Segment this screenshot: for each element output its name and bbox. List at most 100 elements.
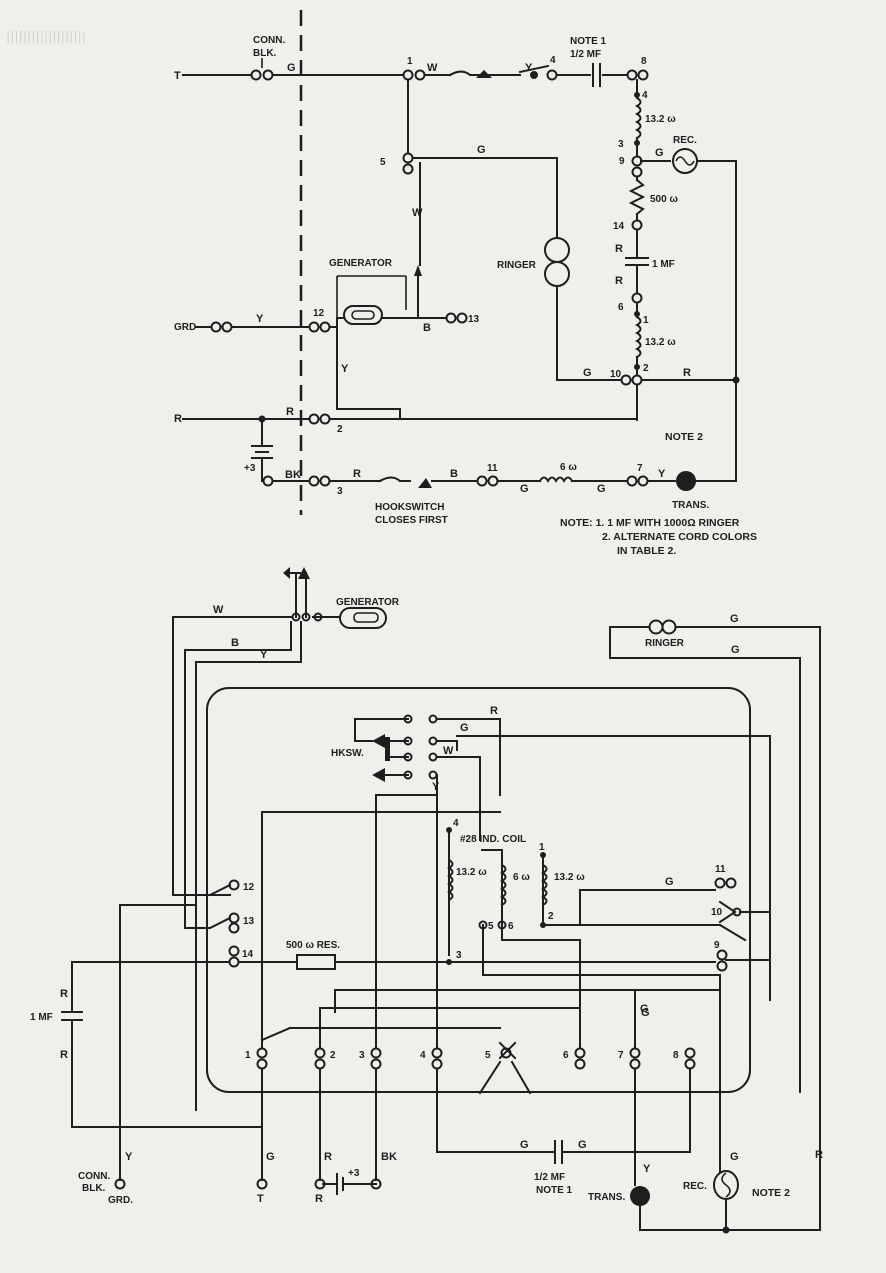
terminal-8 <box>637 69 649 81</box>
top-schematic: CONN. BLK. T G 1 W Y 4 NOTE 1 1/2 MF 8 <box>174 10 757 557</box>
svg-text:14: 14 <box>613 221 625 232</box>
svg-text:Y: Y <box>260 649 268 661</box>
svg-text:1: 1 <box>539 842 545 853</box>
svg-text:12: 12 <box>313 308 325 319</box>
terminal-t <box>250 69 262 81</box>
svg-text:1/2 MF: 1/2 MF <box>534 1172 565 1183</box>
hookswitch-label: HOOKSWITCH <box>375 502 444 513</box>
generator-label: GENERATOR <box>329 258 393 269</box>
svg-text:2: 2 <box>330 1050 336 1061</box>
wire-color-y: Y <box>525 62 533 74</box>
svg-text:GRD.: GRD. <box>108 1195 133 1206</box>
svg-text:7: 7 <box>637 463 643 474</box>
svg-text:13: 13 <box>468 314 480 325</box>
terminal-10 <box>631 374 643 386</box>
terminal-3-top <box>308 475 320 487</box>
resistor-500-res-label: 500 ω RES. <box>286 940 340 951</box>
svg-text:10: 10 <box>711 907 723 918</box>
svg-text:3: 3 <box>359 1050 365 1061</box>
svg-text:BLK.: BLK. <box>82 1183 106 1194</box>
svg-text:R: R <box>174 413 182 425</box>
svg-text:G: G <box>520 1139 529 1151</box>
cord-loop <box>206 687 751 1093</box>
svg-text:Y: Y <box>432 781 440 793</box>
grd-label: GRD <box>174 322 196 333</box>
cap-1mf-label: 1 MF <box>652 259 675 270</box>
coil-13-2-label: 13.2 ω <box>645 114 676 125</box>
terminal-11 <box>476 475 488 487</box>
svg-text:2: 2 <box>548 911 554 922</box>
wire-color-g: G <box>287 62 296 74</box>
svg-text:4: 4 <box>420 1050 426 1061</box>
terminal-12-top <box>308 321 320 333</box>
svg-text:R: R <box>615 243 623 255</box>
svg-text:G: G <box>640 1003 649 1015</box>
terminal-1 <box>402 69 414 81</box>
terminal-5 <box>402 152 414 164</box>
svg-text:9: 9 <box>619 156 625 167</box>
svg-text:13.2 ω: 13.2 ω <box>554 872 585 883</box>
wire-color-w: W <box>427 62 438 74</box>
svg-text:G: G <box>477 144 486 156</box>
terminal-4-jack <box>546 69 558 81</box>
cap-half-mf-label: 1/2 MF <box>570 49 601 60</box>
transmitter-icon-2 <box>630 1186 650 1206</box>
note-line-3: IN TABLE 2. <box>617 545 676 557</box>
generator-icon-2 <box>339 607 387 629</box>
background-text-left: ||||||||||||||||||| <box>6 28 86 43</box>
closes-first-label: CLOSES FIRST <box>375 515 448 526</box>
svg-text:R: R <box>315 1193 323 1205</box>
terminal-13-top <box>445 312 457 324</box>
svg-text:11: 11 <box>715 864 726 875</box>
coil-6-label: 6 ω <box>560 462 577 473</box>
resistor-500-icon <box>296 954 336 970</box>
bottom-wiring-diagram: GENERATOR W B Y G RINGER G R HKSW. <box>30 567 823 1234</box>
t-label: T <box>174 70 181 82</box>
terminal-grd <box>210 321 222 333</box>
svg-text:REC.: REC. <box>683 1181 707 1192</box>
svg-text:13.2 ω: 13.2 ω <box>645 337 676 348</box>
ringer-label: RINGER <box>497 260 537 271</box>
svg-text:B: B <box>423 322 431 334</box>
svg-text:G: G <box>266 1151 275 1163</box>
svg-text:R: R <box>60 988 68 1000</box>
svg-text:2: 2 <box>337 424 343 435</box>
transmitter-label: TRANS. <box>672 500 709 511</box>
svg-text:1: 1 <box>245 1050 251 1061</box>
ringer-icon <box>648 619 664 635</box>
svg-text:|||||||||||||||||||: ||||||||||||||||||| <box>6 28 86 43</box>
svg-text:G: G <box>641 1007 650 1019</box>
conn-blk-label-2: BLK. <box>253 48 277 59</box>
terminal-7 <box>626 475 638 487</box>
svg-text:G: G <box>655 147 664 159</box>
resistor-500-label: 500 ω <box>650 194 678 205</box>
note-line-2: 2. ALTERNATE CORD COLORS <box>602 531 757 543</box>
svg-text:4: 4 <box>453 818 459 829</box>
svg-text:G: G <box>730 1151 739 1163</box>
svg-text:G: G <box>520 483 529 495</box>
svg-text:13: 13 <box>243 916 255 927</box>
svg-text:3: 3 <box>456 950 462 961</box>
generator-icon <box>343 305 383 325</box>
svg-text:W: W <box>412 207 423 219</box>
receiver-label: REC. <box>673 135 697 146</box>
svg-text:6: 6 <box>618 302 624 313</box>
svg-text:RINGER: RINGER <box>645 638 685 649</box>
svg-text:CONN.: CONN. <box>78 1171 110 1182</box>
svg-text:2: 2 <box>643 363 649 374</box>
svg-text:G: G <box>731 644 740 656</box>
svg-text:6: 6 <box>508 921 514 932</box>
svg-text:5: 5 <box>380 157 386 168</box>
svg-text:+3: +3 <box>348 1168 360 1179</box>
svg-text:BK: BK <box>285 469 301 481</box>
svg-text:R: R <box>324 1151 332 1163</box>
svg-text:12: 12 <box>243 882 255 893</box>
svg-text:7: 7 <box>618 1050 624 1061</box>
svg-text:BK: BK <box>381 1151 397 1163</box>
svg-text:R: R <box>615 275 623 287</box>
svg-text:13.2 ω: 13.2 ω <box>456 867 487 878</box>
conn-blk-label: CONN. <box>253 35 285 46</box>
svg-text:5: 5 <box>485 1050 491 1061</box>
hksw-label: HKSW. <box>331 748 364 759</box>
